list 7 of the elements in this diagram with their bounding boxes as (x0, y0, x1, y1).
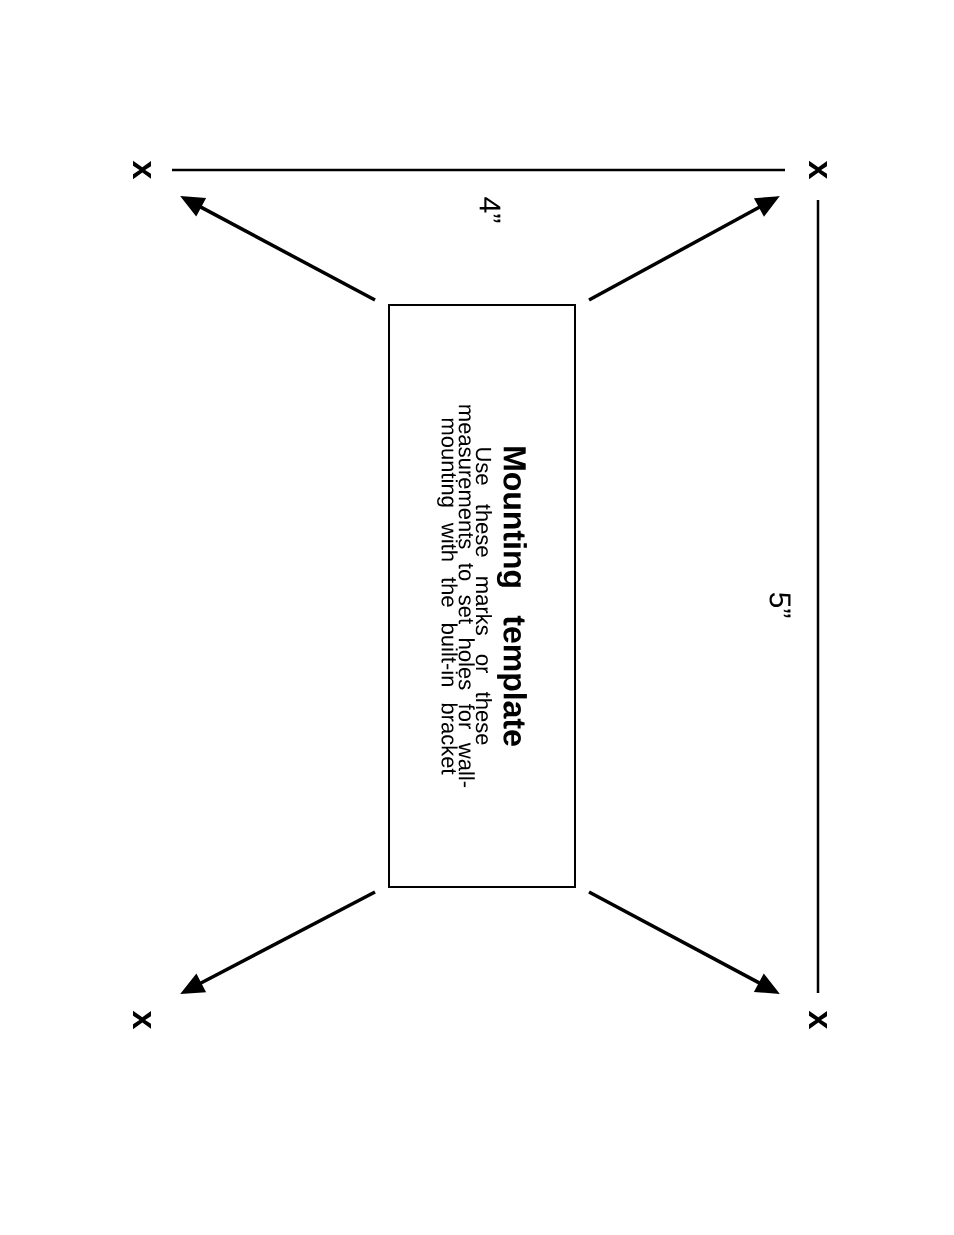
mounting-mark: x (809, 1010, 827, 1030)
mounting-mark: x (133, 160, 151, 180)
mounting-mark: x (133, 1010, 151, 1030)
dimension-label: 4” (479, 197, 501, 223)
title-box: Mounting template Use these marks or these measurements to set holes for wall-mounting with the built-in bracket (388, 304, 576, 888)
mounting-mark: x (809, 160, 827, 180)
dimension-label: 5” (769, 592, 791, 618)
